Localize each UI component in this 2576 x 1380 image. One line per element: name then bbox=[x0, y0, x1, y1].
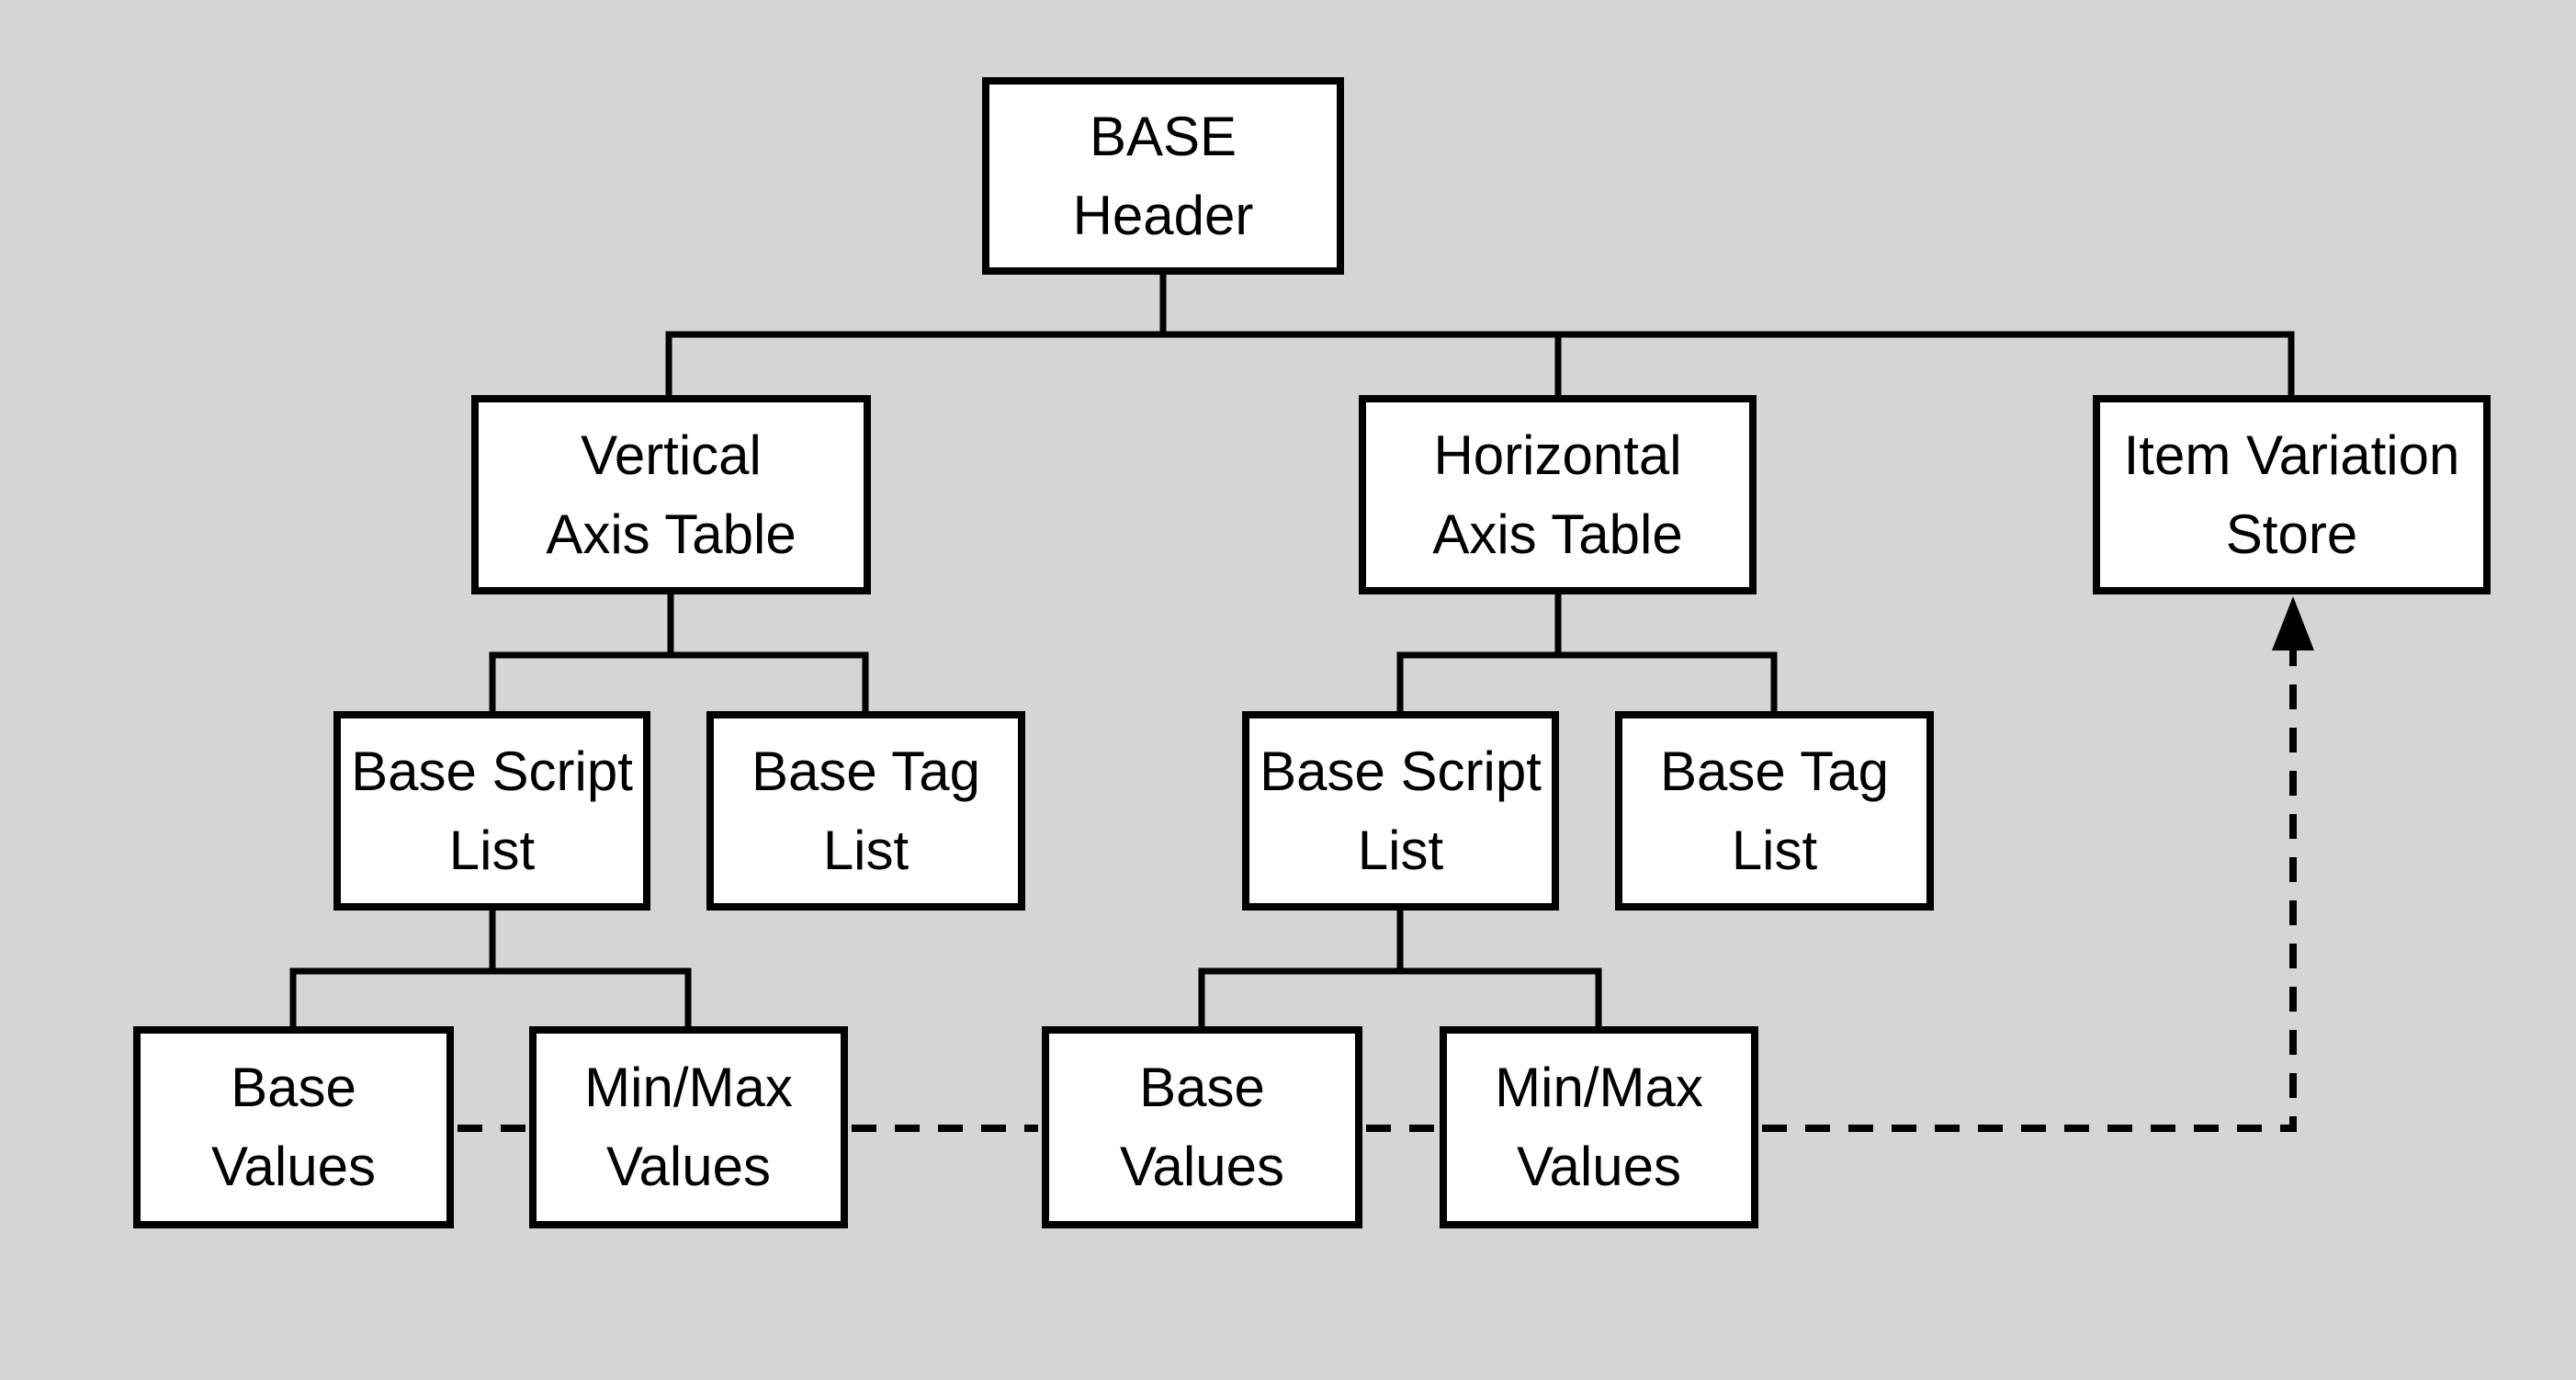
node-item-variation-store: Item Variation Store bbox=[2093, 395, 2491, 594]
edge-header-bar bbox=[665, 331, 2295, 399]
edge-hat-bar bbox=[1396, 651, 1778, 715]
node-base-script-list-left-label: Base Script List bbox=[351, 740, 633, 881]
node-base-values-right-label: Base Values bbox=[1119, 1057, 1284, 1197]
node-horizontal-axis-table: Horizontal Axis Table bbox=[1359, 395, 1757, 594]
node-base-script-list-right: Base Script List bbox=[1242, 711, 1559, 911]
node-base-script-list-right-label: Base Script List bbox=[1260, 740, 1542, 881]
node-base-tag-list-left-label: Base Tag List bbox=[751, 740, 981, 881]
edge-vat-bar bbox=[489, 651, 869, 715]
node-min-max-values-left-label: Min/Max Values bbox=[584, 1057, 793, 1197]
node-base-values-left: Base Values bbox=[133, 1026, 454, 1228]
node-vertical-axis-table-label: Vertical Axis Table bbox=[546, 424, 797, 565]
node-base-values-right: Base Values bbox=[1042, 1026, 1362, 1228]
edge-bsl-right-bar bbox=[1198, 967, 1602, 1030]
node-base-tag-list-right-label: Base Tag List bbox=[1659, 740, 1890, 881]
node-base-tag-list-right: Base Tag List bbox=[1615, 711, 1934, 911]
node-item-variation-store-label: Item Variation Store bbox=[2123, 424, 2460, 565]
dashed-mm-right-to-store bbox=[1762, 649, 2297, 1132]
node-horizontal-axis-table-label: Horizontal Axis Table bbox=[1432, 424, 1683, 565]
node-min-max-values-left: Min/Max Values bbox=[529, 1026, 848, 1228]
edge-bsl-left-bar bbox=[289, 967, 692, 1030]
node-base-script-list-left: Base Script List bbox=[333, 711, 650, 911]
node-base-header-label: BASE Header bbox=[1072, 105, 1254, 246]
node-base-values-left-label: Base Values bbox=[210, 1057, 376, 1197]
node-min-max-values-right: Min/Max Values bbox=[1440, 1026, 1758, 1228]
node-vertical-axis-table: Vertical Axis Table bbox=[471, 395, 871, 594]
node-base-header: BASE Header bbox=[982, 77, 1344, 275]
arrowhead-up-icon bbox=[2272, 596, 2314, 650]
node-base-tag-list-left: Base Tag List bbox=[706, 711, 1025, 911]
node-min-max-values-right-label: Min/Max Values bbox=[1495, 1057, 1703, 1197]
